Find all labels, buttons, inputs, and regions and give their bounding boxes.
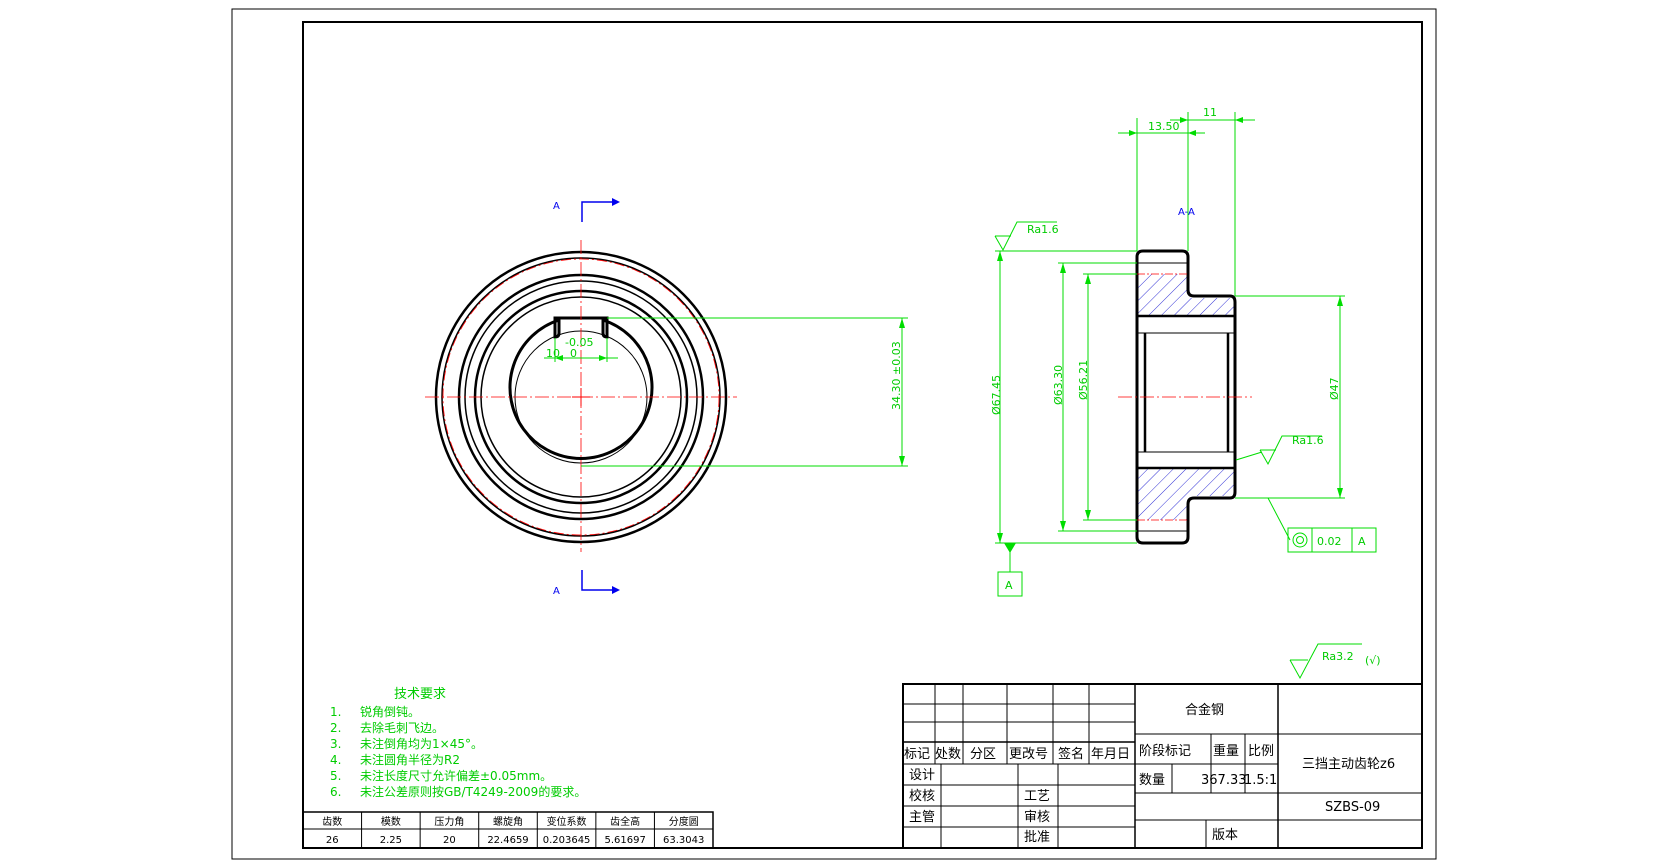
chief-label: 主管 bbox=[909, 810, 935, 825]
tech-item-text: 未注长度尺寸允许偏差±0.05mm。 bbox=[360, 768, 552, 783]
tech-item-num: 2. bbox=[330, 721, 341, 735]
roughness-top: Ra1.6 bbox=[1027, 223, 1059, 236]
rev-header-2: 分区 bbox=[970, 747, 996, 762]
dim-key-tol-lower: 0 bbox=[570, 347, 577, 360]
gear-table-header: 压力角 bbox=[434, 815, 464, 828]
part-name: 三挡主动齿轮z6 bbox=[1302, 757, 1395, 772]
title-block: 标记 处数 分区 更改号 签名 年月日 设计 校核 主管 工艺 审核 批准 合金… bbox=[902, 683, 1423, 849]
drawing-number: SZBS-09 bbox=[1325, 800, 1380, 815]
dim-width-hub: 11 bbox=[1203, 106, 1217, 119]
qty-label: 数量 bbox=[1139, 773, 1165, 788]
tech-item-text: 未注公差原则按GB/T4249-2009的要求。 bbox=[360, 784, 586, 799]
dim-d-hub: Ø47 bbox=[1328, 377, 1341, 400]
dim-d-outer: Ø67.45 bbox=[990, 375, 1003, 415]
front-view: A A 34.30 ±0.03 -0.05 0 10 bbox=[425, 198, 908, 597]
tech-title: 技术要求 bbox=[394, 687, 446, 702]
runout-value: 0.02 bbox=[1317, 535, 1342, 548]
runout-datum: A bbox=[1358, 535, 1366, 548]
rev-header-4: 签名 bbox=[1058, 746, 1084, 762]
gear-table-value: 26 bbox=[326, 835, 339, 846]
dim-d-pitch: Ø63.30 bbox=[1052, 365, 1065, 405]
tech-item-num: 6. bbox=[330, 785, 341, 799]
outer-frame bbox=[231, 8, 1437, 860]
gear-table-value: 22.4659 bbox=[487, 835, 528, 846]
dim-width-total: 13.50 bbox=[1148, 120, 1180, 133]
scale-value: 1.5:1 bbox=[1244, 773, 1277, 788]
stage-label: 阶段标记 bbox=[1139, 744, 1191, 759]
section-label-top: A bbox=[553, 201, 560, 212]
gear-table-value: 5.61697 bbox=[604, 835, 645, 846]
review-label: 审核 bbox=[1024, 810, 1050, 825]
gear-table-header: 变位系数 bbox=[547, 815, 587, 828]
check-label: 校核 bbox=[909, 788, 935, 804]
rev-header-5: 年月日 bbox=[1091, 747, 1130, 762]
dim-key-height: 34.30 ±0.03 bbox=[890, 341, 903, 410]
tech-item-num: 3. bbox=[330, 737, 341, 751]
dim-key-width: 10 bbox=[546, 347, 560, 360]
tech-item-num: 4. bbox=[330, 753, 341, 767]
dim-key-tol-upper: -0.05 bbox=[565, 336, 593, 349]
roughness-general: Ra3.2 bbox=[1322, 650, 1354, 663]
rev-header-0: 标记 bbox=[904, 747, 930, 762]
gear-table-header: 分度圆 bbox=[669, 815, 699, 828]
scale-label: 比例 bbox=[1248, 744, 1274, 759]
tech-item-text: 去除毛刺飞边。 bbox=[360, 720, 444, 735]
gear-table-value: 0.203645 bbox=[543, 835, 591, 846]
version-label: 版本 bbox=[1212, 828, 1238, 843]
process-label: 工艺 bbox=[1024, 789, 1050, 804]
weight-value: 367.33 bbox=[1201, 773, 1247, 788]
section-label-bottom: A bbox=[553, 586, 560, 597]
gear-param-table: 齿数 26 模数 2.25 压力角 20 螺旋角 22.4659 变位系数 0.203645 齿全高… bbox=[302, 811, 714, 849]
gear-table-header: 齿数 bbox=[322, 815, 342, 828]
gear-table-header: 模数 bbox=[381, 815, 401, 828]
gear-table-value: 20 bbox=[443, 835, 456, 846]
tech-item-text: 锐角倒钝。 bbox=[360, 705, 420, 719]
dim-d-root: Ø56.21 bbox=[1077, 360, 1090, 400]
design-label: 设计 bbox=[909, 768, 935, 783]
section-view: A-A 13.50 11 Ø67.45 Ø63.30 Ø56.21 bbox=[990, 106, 1381, 680]
tech-item-text: 未注圆角半径为R2 bbox=[360, 752, 460, 767]
material: 合金钢 bbox=[1185, 702, 1224, 718]
section-view-label: A-A bbox=[1178, 207, 1195, 218]
approve-label: 批准 bbox=[1024, 830, 1050, 845]
rev-header-3: 更改号 bbox=[1009, 747, 1048, 762]
roughness-general-suffix: (√) bbox=[1365, 654, 1381, 667]
tech-item-text: 未注倒角均为1×45°。 bbox=[360, 736, 483, 751]
tech-requirements: 技术要求 1. 锐角倒钝。 2. 去除毛刺飞边。 3. 未注倒角均为1×45°。 4. 未注圆… bbox=[330, 687, 586, 799]
tech-item-num: 1. bbox=[330, 705, 341, 719]
gear-table-value: 63.3043 bbox=[663, 835, 704, 846]
roughness-bore: Ra1.6 bbox=[1292, 434, 1324, 447]
tech-item-num: 5. bbox=[330, 769, 341, 783]
gear-table-header: 螺旋角 bbox=[493, 815, 523, 828]
gear-table-header: 齿全高 bbox=[610, 815, 640, 828]
gear-table-value: 2.25 bbox=[380, 835, 402, 846]
weight-label: 重量 bbox=[1213, 743, 1239, 759]
inner-frame bbox=[302, 21, 1423, 849]
rev-header-1: 处数 bbox=[935, 747, 961, 762]
datum-label: A bbox=[1005, 579, 1013, 592]
